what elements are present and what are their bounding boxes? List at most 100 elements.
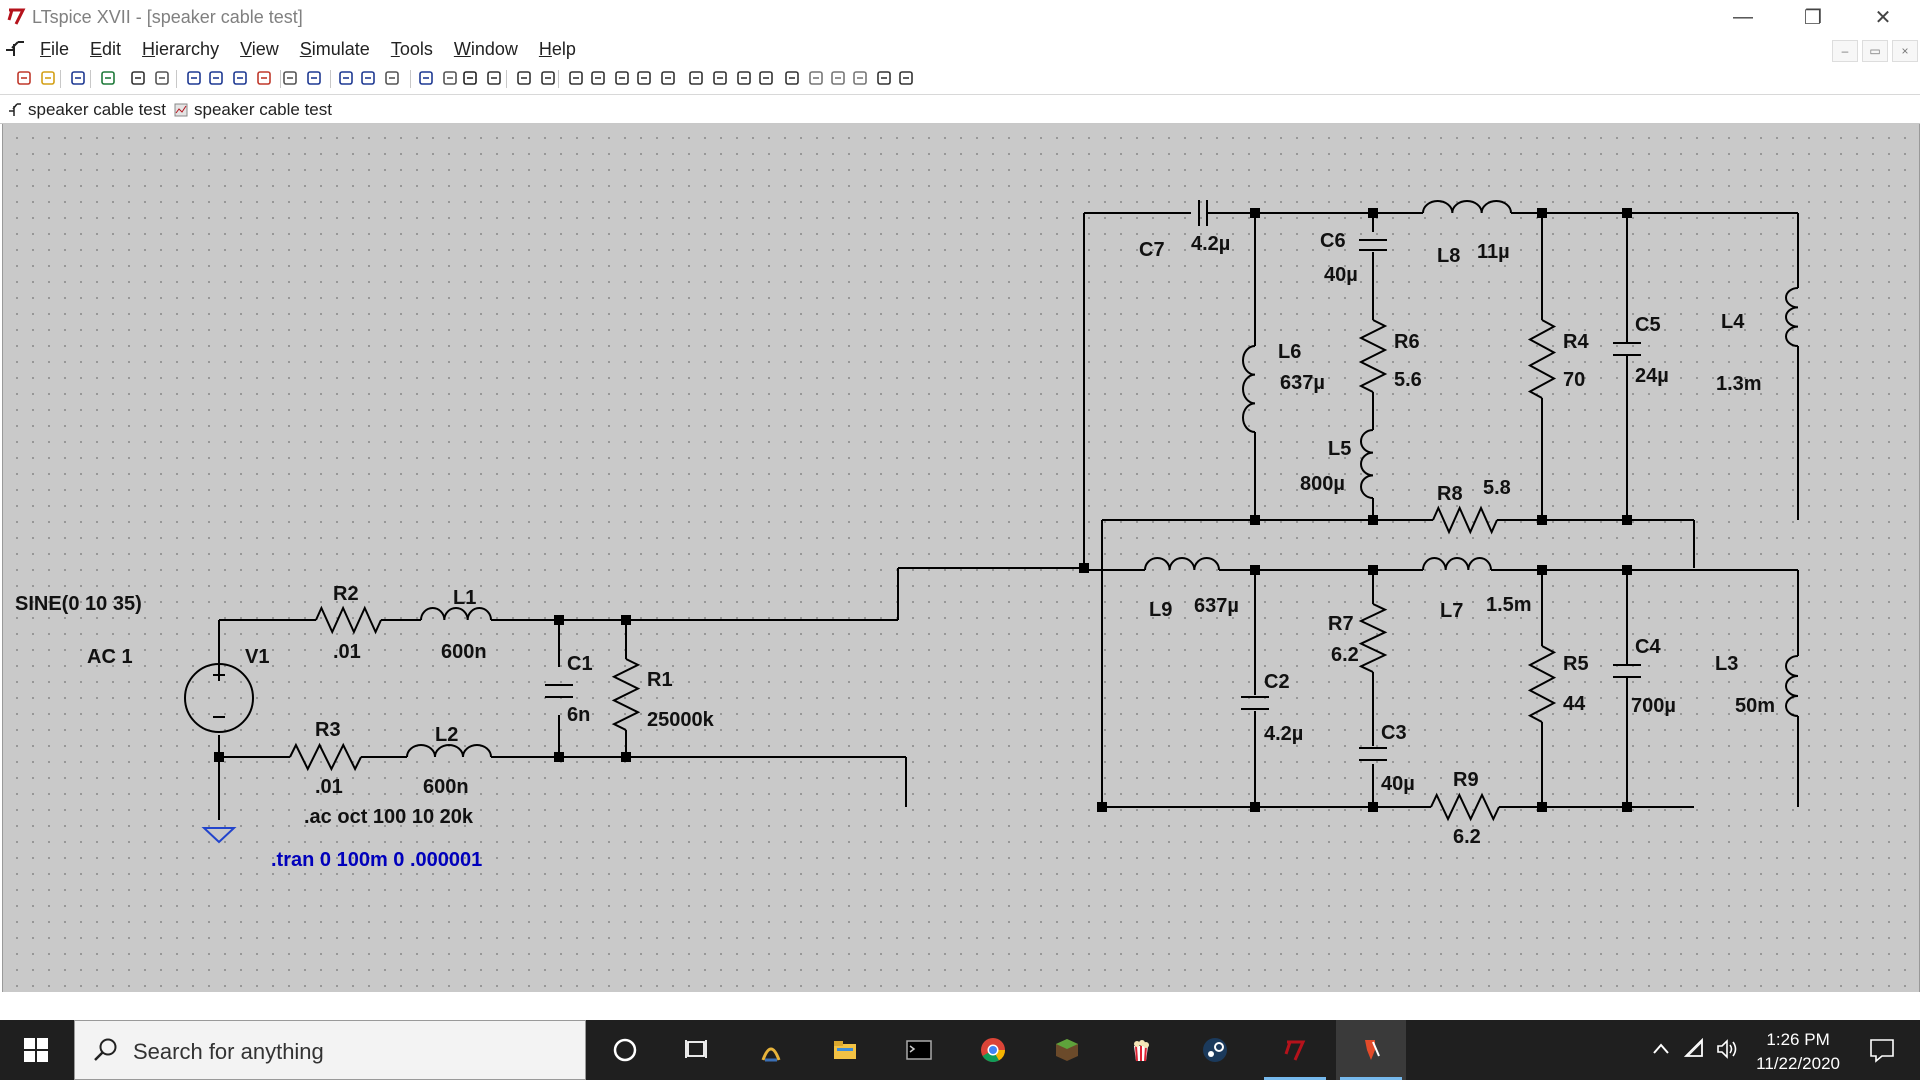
menu-view[interactable]: View [240,39,279,59]
spice-directive-icon[interactable] [898,70,914,86]
component-value-label: 1.3m [1716,373,1762,395]
taskbar-chrome-button[interactable] [958,1020,1028,1080]
junction-dot [554,615,564,625]
move-icon[interactable] [736,70,752,86]
taskbar-terminal-button[interactable] [884,1020,954,1080]
resistor-symbol [315,605,382,635]
junction-dot [1622,802,1632,812]
inductor-symbol [1422,200,1512,214]
menu-window[interactable]: Window [453,39,518,59]
component-value-label: 40µ [1381,773,1415,795]
toolbar [0,64,1920,95]
system-tray: 1:26 PM 11/22/2020 [1620,1020,1920,1080]
mdi-minimize-button[interactable]: – [1832,40,1858,62]
menu-hierarchy[interactable]: Hierarchy [142,39,220,59]
menu-edit[interactable]: Edit [90,39,122,59]
chevron-up-icon[interactable] [1652,1042,1670,1056]
taskbar-paint-button[interactable] [1336,1020,1406,1080]
mdi-restore-button[interactable]: ▭ [1862,40,1888,62]
autorange-icon[interactable] [282,70,298,86]
junction-dot [1368,565,1378,575]
draw-wire-icon[interactable] [540,70,556,86]
tile-icon[interactable] [306,70,322,86]
component-ref-label: L7 [1440,600,1463,622]
junction-dot [1079,563,1089,573]
rotate-icon[interactable] [830,70,846,86]
drag-icon[interactable] [758,70,774,86]
junction-dot [1250,802,1260,812]
cut-icon[interactable] [384,70,400,86]
taskbar-steam-button[interactable] [1180,1020,1250,1080]
tab-schematic[interactable]: speaker cable test [8,99,166,121]
new-schematic-icon[interactable] [16,70,32,86]
taskbar-lightroom-button[interactable] [736,1020,806,1080]
toolbar-separator [176,70,177,88]
resistor-icon[interactable] [614,70,630,86]
open-icon[interactable] [40,70,56,86]
copy-icon[interactable] [418,70,434,86]
component-value-label: .01 [315,776,343,798]
taskbar-search-box[interactable]: Search for anything [74,1020,586,1080]
menu-simulate[interactable]: Simulate [299,39,370,59]
notifications-icon[interactable] [1868,1036,1896,1064]
close-button[interactable]: ✕ [1850,0,1916,34]
ground-icon[interactable] [568,70,584,86]
volume-icon[interactable] [1716,1038,1740,1060]
maximize-button[interactable]: ❐ [1780,0,1846,34]
run-icon[interactable] [130,70,146,86]
text-icon[interactable] [876,70,892,86]
junction-dot [621,615,631,625]
component-icon[interactable] [712,70,728,86]
zoom-fit-icon[interactable] [256,70,272,86]
component-value-label: 800µ [1300,473,1345,495]
zoom-out-icon[interactable] [232,70,248,86]
menu-tools[interactable]: Tools [390,39,433,59]
toolbar-separator [330,70,331,88]
menu-file[interactable]: File [40,39,70,59]
tran-directive: .tran 0 100m 0 .000001 [271,849,482,871]
taskbar-ltspice-button[interactable] [1260,1020,1330,1080]
control-panel-icon[interactable] [100,70,116,86]
taskbar-task-view-button[interactable] [662,1020,732,1080]
zoom-area-icon[interactable] [208,70,224,86]
save-icon[interactable] [70,70,86,86]
component-value-label: 1.5m [1486,594,1532,616]
inductor-icon[interactable] [660,70,676,86]
taskbar-minecraft-button[interactable] [1032,1020,1102,1080]
tab-plot[interactable]: speaker cable test [174,99,332,121]
label-net-icon[interactable] [590,70,606,86]
paste-icon[interactable] [442,70,458,86]
schematic-menu-icon[interactable] [4,38,26,60]
inductor-symbol [1360,429,1374,499]
component-ref-label: R9 [1453,769,1479,791]
component-ref-label: L5 [1328,438,1351,460]
redo-icon[interactable] [808,70,824,86]
component-ref-label: R4 [1563,331,1589,353]
undo-icon[interactable] [784,70,800,86]
diode-icon[interactable] [688,70,704,86]
print-icon[interactable] [486,70,502,86]
minimize-button[interactable]: — [1710,0,1776,34]
close-all-icon[interactable] [360,70,376,86]
component-ref-label: C2 [1264,671,1290,693]
capacitor-icon[interactable] [636,70,652,86]
zoom-in-icon[interactable] [186,70,202,86]
find-icon[interactable] [462,70,478,86]
halt-icon[interactable] [154,70,170,86]
start-button[interactable] [0,1020,72,1080]
taskbar-file-explorer-button[interactable] [810,1020,880,1080]
menu-help[interactable]: Help [538,39,576,59]
taskbar-cortana-button[interactable] [590,1020,660,1080]
search-icon [94,1038,117,1061]
print-setup-icon[interactable] [516,70,532,86]
mirror-icon[interactable] [852,70,868,86]
taskbar-popcorn-button[interactable] [1106,1020,1176,1080]
clock[interactable]: 1:26 PM 11/22/2020 [1756,1028,1840,1076]
wifi-icon[interactable] [1684,1038,1708,1060]
document-tabs: speaker cable test speaker cable test [0,95,1920,124]
mdi-close-button[interactable]: × [1892,40,1918,62]
cascade-icon[interactable] [338,70,354,86]
component-value-label: 4.2µ [1264,723,1303,745]
